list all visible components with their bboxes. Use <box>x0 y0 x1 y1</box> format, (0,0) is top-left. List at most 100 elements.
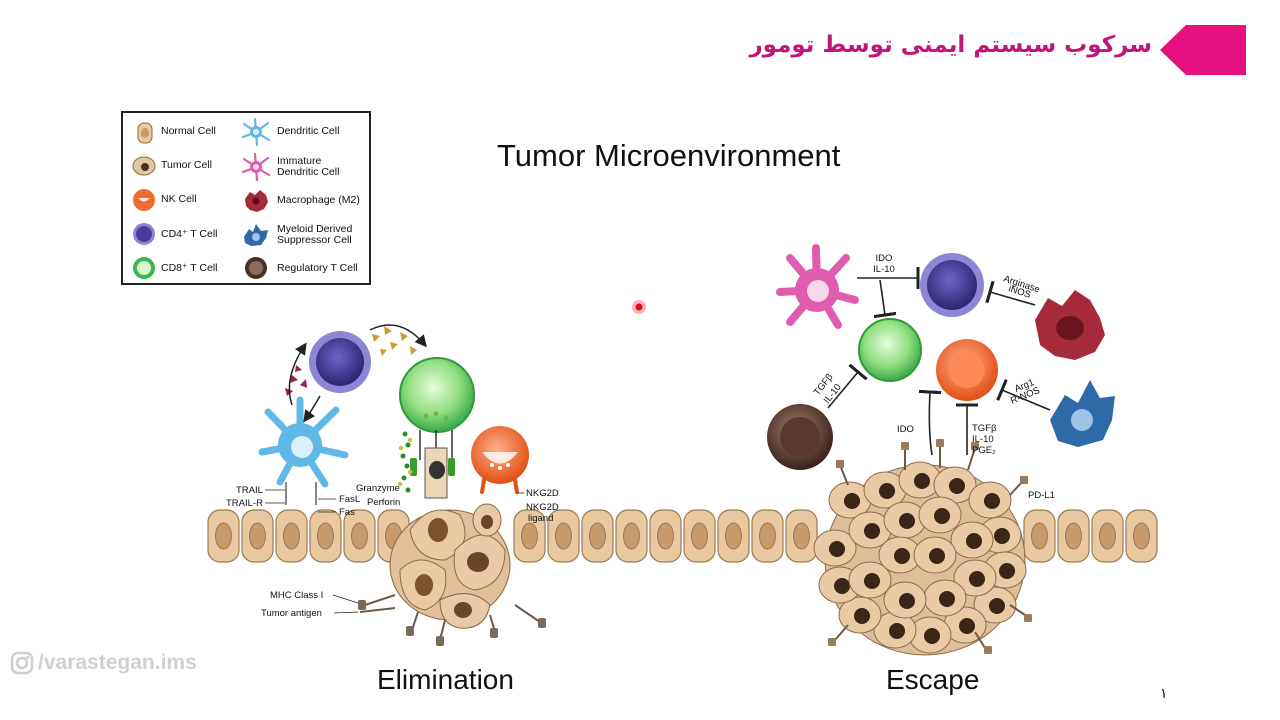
normal-cell-nucleus <box>1065 522 1082 550</box>
tumor-cell-nucleus <box>994 528 1010 544</box>
label-fas: Fas <box>339 507 355 518</box>
tumor-cell-nucleus <box>949 478 965 494</box>
cd4-cell-icon <box>133 223 155 245</box>
tumor-cell-nucleus <box>914 473 930 489</box>
page-number: ۱ <box>1160 686 1168 702</box>
label-trail: TRAIL <box>236 485 263 496</box>
nk-cell-icon <box>133 189 155 211</box>
legend: Normal Cell Tumor Cell NK Cell CD4⁺ T Ce… <box>121 111 371 285</box>
tumor-cell-nucleus <box>984 493 1000 509</box>
watermark: /varastegan.ims <box>10 651 197 675</box>
legend-immature-dc-line2: Dendritic Cell <box>277 166 340 178</box>
normal-cell-nucleus <box>657 522 674 550</box>
label-granzyme: Granzyme <box>356 483 400 494</box>
escape-nk-cell <box>936 339 998 401</box>
elimination-nk-cell <box>471 426 529 494</box>
tumor-cell-nucleus <box>939 591 955 607</box>
legend-normal-cell: Normal Cell <box>161 125 216 137</box>
macrophage-icon <box>245 190 268 212</box>
label-nkg2d-ligand-1: NKG2D <box>526 502 559 513</box>
normal-cell-nucleus <box>555 522 572 550</box>
normal-cell-nucleus <box>1099 522 1116 550</box>
mdsc-icon <box>244 224 268 246</box>
label-pge2: PGE₂ <box>972 445 996 456</box>
cd8-cell-icon <box>133 257 155 279</box>
escape-mdsc <box>1050 380 1115 447</box>
normal-cell-nucleus <box>725 522 742 550</box>
tumor-cell-nucleus <box>934 508 950 524</box>
label-ido-2: IDO <box>897 424 914 435</box>
label-tgfb-2: TGFβ <box>972 423 997 434</box>
tumor-cell-nucleus <box>899 593 915 609</box>
escape-macrophage <box>1035 290 1105 360</box>
elimination-labels: TRAIL TRAIL-R FasL Fas Granzyme Perforin… <box>226 483 559 619</box>
label-ido-1: IDO <box>876 253 893 264</box>
tumor-cell-nucleus <box>999 563 1015 579</box>
label-mhc-class-i: MHC Class I <box>270 590 323 601</box>
watermark-text: /varastegan.ims <box>38 651 197 674</box>
tumor-cell-nucleus <box>864 523 880 539</box>
tumor-cell-nucleus <box>899 513 915 529</box>
elimination-cd4-cell <box>309 331 371 393</box>
legend-cd8-cell: CD8⁺ T Cell <box>161 262 218 274</box>
escape-caption: Escape <box>886 664 980 695</box>
tumor-cell-nucleus <box>966 533 982 549</box>
tumor-cell-nucleus <box>889 623 905 639</box>
tumor-cell-nucleus <box>834 578 850 594</box>
tumor-cell-nucleus <box>879 483 895 499</box>
label-perforin: Perforin <box>367 497 400 508</box>
label-tumor-antigen: Tumor antigen <box>261 608 322 619</box>
tumor-cell-nucleus <box>989 598 1005 614</box>
label-pd-l1: PD-L1 <box>1028 490 1055 501</box>
tumor-cell-nucleus <box>929 548 945 564</box>
normal-cell-nucleus <box>589 522 606 550</box>
elimination-dendritic-cell <box>258 396 349 505</box>
normal-cell-icon <box>137 122 153 144</box>
label-nkg2d: NKG2D <box>526 488 559 499</box>
legend-nk-cell: NK Cell <box>161 193 197 205</box>
normal-cell-nucleus <box>521 522 538 550</box>
normal-cell-nucleus <box>793 522 810 550</box>
tumor-cell-icon <box>132 156 156 176</box>
label-il10-1: IL-10 <box>873 264 895 275</box>
escape-cd8-cell <box>858 318 922 382</box>
normal-cell-nucleus <box>1133 522 1150 550</box>
escape-cd4-cell <box>920 253 984 317</box>
immature-dendritic-cell-icon <box>241 153 271 181</box>
legend-immature-dc-line1: Immature <box>277 155 322 167</box>
tumor-cell-nucleus <box>864 573 880 589</box>
tumor-cell-nucleus <box>959 618 975 634</box>
tumor-cell-nucleus <box>894 548 910 564</box>
elimination-caption: Elimination <box>377 664 514 695</box>
normal-cell-nucleus <box>215 522 232 550</box>
dendritic-cell-icon <box>241 118 271 146</box>
normal-cell-nucleus <box>249 522 266 550</box>
elimination-cd8-cell <box>397 357 475 499</box>
escape-immature-dendritic-cell <box>776 244 859 329</box>
tumor-cell-nucleus <box>854 608 870 624</box>
normal-cell-nucleus <box>1031 522 1048 550</box>
escape-regulatory-t-cell <box>767 404 833 470</box>
title-flag-shape <box>1160 25 1246 75</box>
legend-macrophage: Macrophage (M2) <box>277 194 360 206</box>
tumor-cell-nucleus <box>844 493 860 509</box>
instagram-icon <box>10 651 34 675</box>
tumor-cell-nucleus <box>969 571 985 587</box>
normal-cell-nucleus <box>283 522 300 550</box>
label-il10-3: IL-10 <box>972 434 994 445</box>
main-title: Tumor Microenvironment <box>497 138 841 173</box>
normal-cell-nucleus <box>691 522 708 550</box>
legend-dendritic-cell: Dendritic Cell <box>277 125 340 137</box>
slide-title: سرکوب سیستم ایمنی توسط تومور <box>749 32 1152 58</box>
tumor-cell-nucleus <box>924 628 940 644</box>
legend-mdsc-line1: Myeloid Derived <box>277 223 353 235</box>
legend-cd4-cell: CD4⁺ T Cell <box>161 228 218 240</box>
laser-pointer-dot <box>632 300 646 314</box>
tumor-cell-nucleus <box>829 541 845 557</box>
legend-mdsc-line2: Suppressor Cell <box>277 234 352 246</box>
pd-l1-stalks <box>834 445 1026 649</box>
inhibition-links <box>827 266 1051 456</box>
cytokine-particles <box>285 324 427 423</box>
label-trail-r: TRAIL-R <box>226 498 263 509</box>
